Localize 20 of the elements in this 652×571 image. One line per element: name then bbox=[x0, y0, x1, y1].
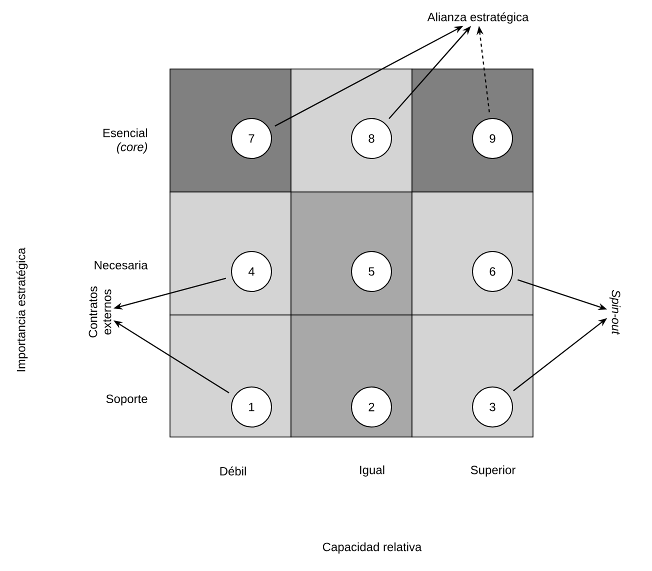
grid-cell bbox=[412, 314, 534, 438]
axis-label: Capacidad relativa bbox=[322, 542, 422, 554]
row-label: Necesaria bbox=[94, 260, 148, 270]
grid-cell bbox=[290, 192, 412, 316]
target-label: Contratos externos bbox=[88, 286, 112, 338]
grid-cell bbox=[170, 314, 292, 438]
column-label: Superior bbox=[470, 465, 516, 477]
target-label: Alianza estratégica bbox=[427, 12, 529, 24]
grid-cell bbox=[412, 192, 534, 316]
grid-cell bbox=[170, 68, 292, 192]
row-label: Esencial (core) bbox=[103, 128, 148, 154]
grid-cell bbox=[412, 68, 534, 192]
grid-cell bbox=[170, 192, 292, 316]
target-label: Spin-out bbox=[609, 290, 621, 335]
column-label: Igual bbox=[360, 465, 384, 477]
column-label: Débil bbox=[220, 466, 246, 476]
row-label: Soporte bbox=[106, 394, 148, 406]
grid-cell bbox=[290, 314, 412, 438]
axis-label: Importancia estratégica bbox=[16, 248, 28, 372]
grid-cell bbox=[290, 68, 412, 192]
